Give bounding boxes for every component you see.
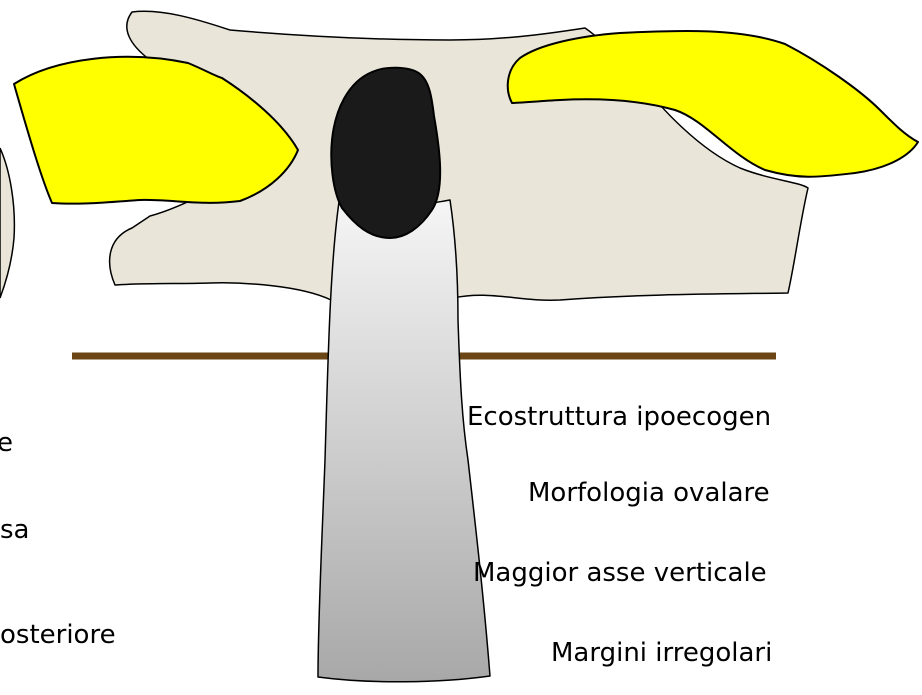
right-label-margins: Margini irregolari (551, 640, 772, 666)
right-label-morphology: Morfologia ovalare (528, 480, 770, 506)
left-edge-tissue-fragment (0, 148, 14, 298)
left-label-3: osteriore (0, 622, 116, 648)
right-label-echostructure: Ecostruttura ipoecogen (467, 404, 771, 430)
right-label-major-axis: Maggior asse verticale (473, 560, 767, 586)
hypoechoic-lesion (331, 68, 440, 238)
left-label-1: e (0, 430, 13, 456)
left-label-2: sa (0, 517, 29, 543)
